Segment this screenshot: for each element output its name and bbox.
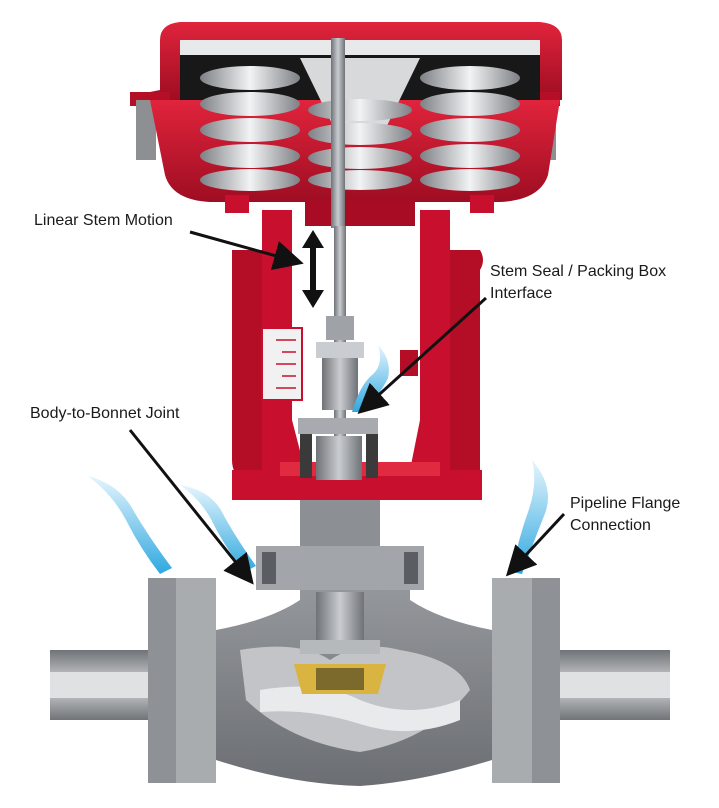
spring-right bbox=[420, 66, 520, 191]
valve-seat-ring bbox=[294, 664, 386, 694]
leader-bonnet-joint bbox=[128, 429, 254, 585]
label-packing-box-line1: Stem Seal / Packing Box bbox=[490, 263, 667, 280]
leader-flange bbox=[505, 512, 566, 577]
leak-plume-flange-right bbox=[512, 460, 548, 574]
leak-plume-bonnet bbox=[180, 485, 256, 572]
spring-left bbox=[200, 66, 300, 191]
label-packing-box-line2: Interface bbox=[490, 285, 553, 302]
flange-right bbox=[492, 578, 560, 783]
label-body-to-bonnet-joint: Body-to-Bonnet Joint bbox=[30, 405, 180, 422]
pipeline-right bbox=[540, 650, 670, 720]
label-pipeline-flange-line1: Pipeline Flange bbox=[570, 495, 681, 512]
label-pipeline-flange-line2: Connection bbox=[570, 517, 651, 534]
leader-packing-box bbox=[357, 296, 488, 415]
packing-box bbox=[298, 418, 378, 480]
bonnet bbox=[256, 500, 424, 590]
stem-motion-arrow bbox=[302, 230, 324, 308]
travel-indicator-scale bbox=[261, 327, 303, 401]
label-linear-stem-motion: Linear Stem Motion bbox=[34, 212, 173, 229]
valve-plug bbox=[300, 592, 380, 654]
leader-stem-motion bbox=[189, 230, 304, 271]
flange-left bbox=[148, 578, 216, 783]
leak-plume-flange-left bbox=[88, 476, 172, 574]
